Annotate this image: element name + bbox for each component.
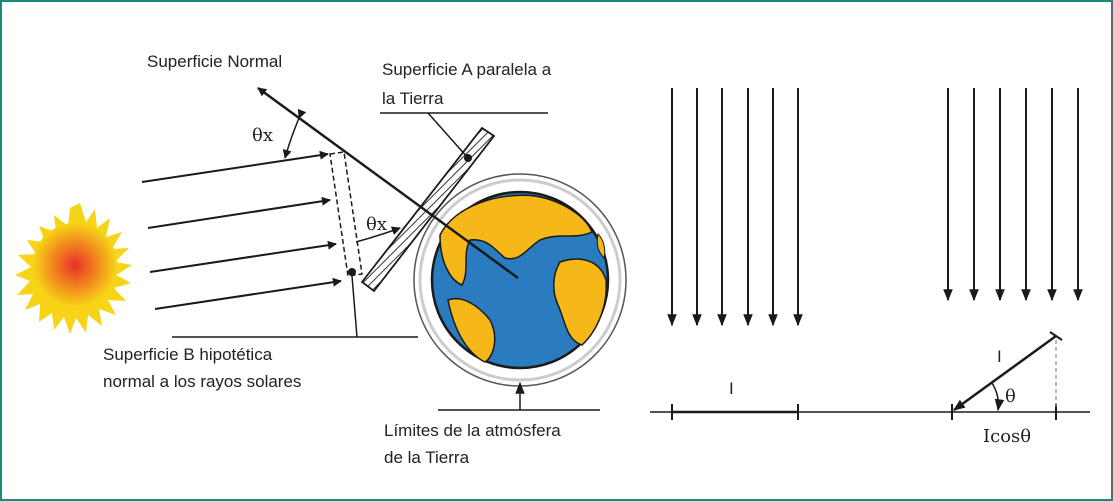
ray-2 <box>147 196 331 229</box>
ray-4 <box>154 277 342 310</box>
label-surface-a-2: la Tierra <box>382 89 444 108</box>
label-flux-left: I <box>729 379 734 398</box>
vector-tail-tick <box>1049 331 1063 341</box>
label-atmosphere-2: de la Tierra <box>384 448 470 467</box>
surface-b-outline <box>329 151 363 277</box>
flux-arrows-right <box>943 88 1083 302</box>
label-surface-a-1: Superficie A paralela a <box>382 60 552 79</box>
ray-1 <box>141 150 329 183</box>
incoming-rays <box>141 150 342 310</box>
label-surface-b-2: normal a los rayos solares <box>103 372 301 391</box>
label-normal-surface: Superficie Normal <box>147 52 282 71</box>
sun-icon <box>15 203 132 334</box>
label-angle-mid: θx <box>366 214 387 235</box>
angle-arc-mid <box>355 226 401 243</box>
flux-arrows-left <box>667 88 803 327</box>
inclined-vector <box>953 334 1057 412</box>
label-flux-right: I <box>997 347 1002 366</box>
ray-3 <box>149 240 337 273</box>
label-angle-top: θx <box>252 125 273 146</box>
surface-a-leader <box>427 112 469 159</box>
surface-b-leader <box>351 275 358 338</box>
label-surface-b-1: Superficie B hipotética <box>103 345 273 364</box>
label-atmosphere-1: Límites de la atmósfera <box>384 421 561 440</box>
label-theta: θ <box>1005 386 1016 407</box>
earth-icon <box>413 173 627 387</box>
theta-arc <box>991 382 1005 412</box>
label-projection: Icosθ <box>983 426 1031 447</box>
angle-arc-top <box>282 108 307 159</box>
